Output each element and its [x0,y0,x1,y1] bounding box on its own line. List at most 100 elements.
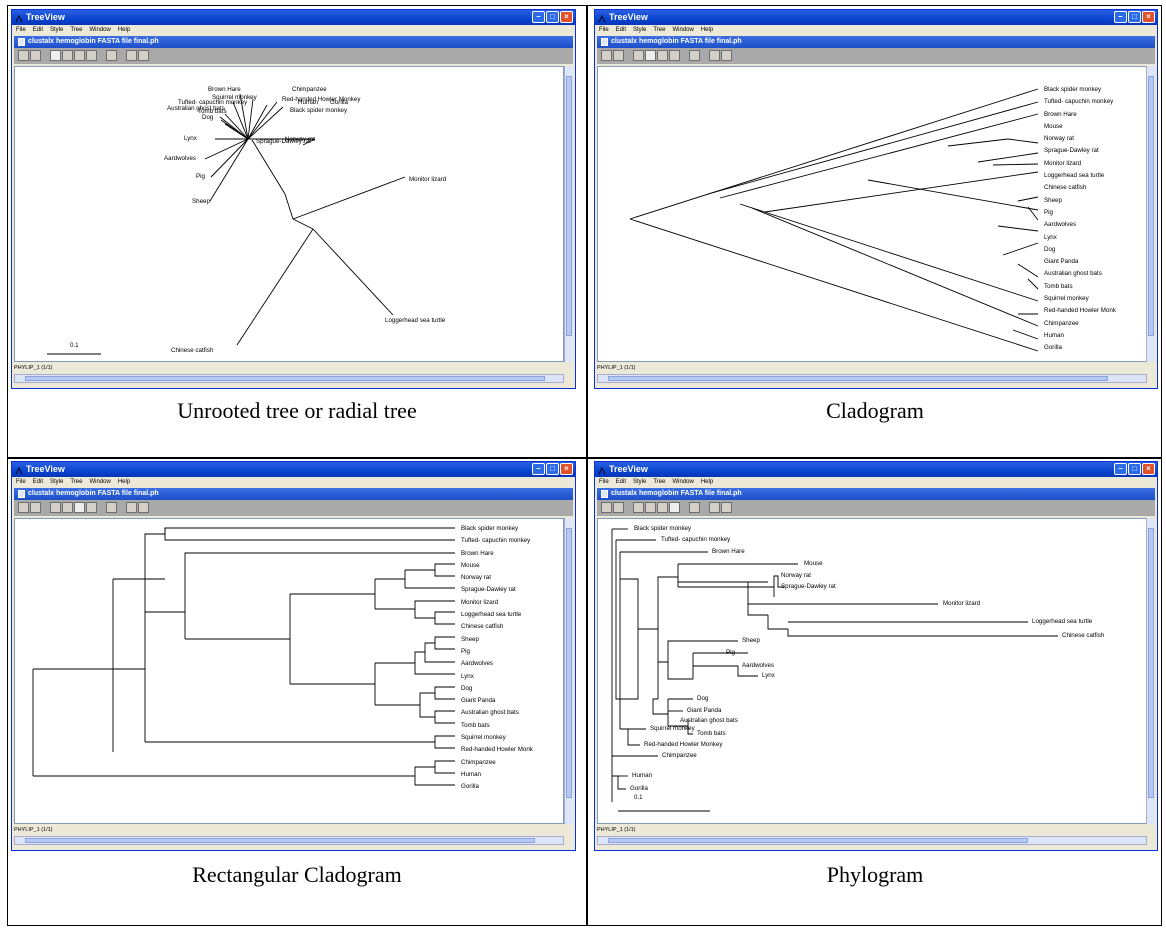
maximize-button[interactable]: □ [546,463,559,475]
menu-style[interactable]: Style [50,479,64,485]
scrollbar-thumb[interactable] [1148,76,1154,336]
slanted-cladogram-icon[interactable] [62,502,73,513]
close-button[interactable]: × [1142,11,1155,23]
menu-edit[interactable]: Edit [32,479,44,485]
toolbar-blank-button[interactable] [689,502,700,513]
print-icon[interactable] [126,502,137,513]
radial-tree-icon[interactable] [50,502,61,513]
taxon-label: Giant Panda [687,707,722,714]
radial-tree-icon[interactable] [50,50,61,61]
slanted-cladogram-icon[interactable] [645,50,656,61]
menu-file[interactable]: File [16,27,26,33]
phylogram-icon[interactable] [669,50,680,61]
toolbar-blank-button[interactable] [18,50,29,61]
toolbar-blank-button[interactable] [30,502,41,513]
close-button[interactable]: × [560,463,573,475]
vertical-scrollbar[interactable] [1146,66,1155,362]
menu-tree[interactable]: Tree [70,27,83,33]
phylogram-icon[interactable] [86,502,97,513]
toolbar-blank-button[interactable] [689,50,700,61]
horizontal-scrollbar[interactable] [14,374,564,383]
radial-tree-icon[interactable] [633,50,644,61]
toolbar-blank-button[interactable] [601,50,612,61]
phylogram-icon[interactable] [86,50,97,61]
toolbar-blank-button[interactable] [30,50,41,61]
menu-window[interactable]: Window [672,479,694,485]
maximize-button[interactable]: □ [546,11,559,23]
menu-help[interactable]: Help [700,479,714,485]
phylogram-icon[interactable] [669,502,680,513]
menu-tree[interactable]: Tree [653,27,666,33]
label-human: Human [298,99,319,106]
menu-tree[interactable]: Tree [653,479,666,485]
scrollbar-thumb[interactable] [25,838,535,843]
tree-canvas: Black spider monkey Tufted- capuchin mon… [14,518,564,824]
minimize-button[interactable]: – [532,11,545,23]
rectangular-cladogram-icon[interactable] [74,502,85,513]
taxon-label: Brown Hare [712,548,745,555]
horizontal-scrollbar[interactable] [14,836,564,845]
toolbar-blank-button[interactable] [106,502,117,513]
maximize-button[interactable]: □ [1128,463,1141,475]
horizontal-scrollbar[interactable] [597,374,1147,383]
minimize-button[interactable]: – [1114,463,1127,475]
menu-window[interactable]: Window [89,27,111,33]
rectangular-cladogram-icon[interactable] [74,50,85,61]
rectangular-cladogram-icon[interactable] [657,502,668,513]
print-icon[interactable] [709,502,720,513]
scrollbar-thumb[interactable] [608,376,1108,381]
taxon-label: Squirrel monkey [650,725,695,732]
toolbar-blank-button[interactable] [601,502,612,513]
menu-edit[interactable]: Edit [32,27,44,33]
menu-style[interactable]: Style [633,479,647,485]
phylogram-branches [611,528,1058,802]
horizontal-scrollbar[interactable] [597,836,1147,845]
preview-icon[interactable] [721,50,732,61]
menu-edit[interactable]: Edit [615,27,627,33]
scrollbar-thumb[interactable] [1148,528,1154,798]
minimize-button[interactable]: – [532,463,545,475]
vertical-scrollbar[interactable] [564,66,573,362]
menu-file[interactable]: File [599,27,609,33]
menu-window[interactable]: Window [672,27,694,33]
menu-file[interactable]: File [16,479,26,485]
preview-icon[interactable] [138,502,149,513]
menu-edit[interactable]: Edit [615,479,627,485]
preview-icon[interactable] [138,50,149,61]
toolbar-blank-button[interactable] [18,502,29,513]
menu-help[interactable]: Help [700,27,714,33]
toolbar-blank-button[interactable] [106,50,117,61]
menu-window[interactable]: Window [89,479,111,485]
vertical-scrollbar[interactable] [564,518,573,824]
scrollbar-thumb[interactable] [566,76,572,336]
toolbar-blank-button[interactable] [613,502,624,513]
taxon-label: Monitor lizard [943,600,981,607]
toolbar-blank-button[interactable] [613,50,624,61]
menu-tree[interactable]: Tree [70,479,83,485]
menu-help[interactable]: Help [117,479,131,485]
menu-style[interactable]: Style [633,27,647,33]
radial-tree-icon[interactable] [633,502,644,513]
close-button[interactable]: × [560,11,573,23]
scrollbar-thumb[interactable] [566,528,572,798]
slanted-cladogram-icon[interactable] [645,502,656,513]
menu-style[interactable]: Style [50,27,64,33]
document-titlebar: clustalx hemoglobin FASTA file final.ph [597,36,1155,48]
rectangular-cladogram-icon[interactable] [657,50,668,61]
preview-icon[interactable] [721,502,732,513]
print-icon[interactable] [126,50,137,61]
caption-phylogram: Phylogram [826,862,924,887]
vertical-scrollbar[interactable] [1146,518,1155,824]
scrollbar-thumb[interactable] [608,838,1028,843]
scrollbar-thumb[interactable] [25,376,545,381]
print-icon[interactable] [709,50,720,61]
maximize-button[interactable]: □ [1128,11,1141,23]
taxon-label: Australian ghost bats [461,709,519,717]
slanted-cladogram-icon[interactable] [62,50,73,61]
menu-file[interactable]: File [599,479,609,485]
close-button[interactable]: × [1142,463,1155,475]
menu-help[interactable]: Help [117,27,131,33]
app-title: TreeView [609,464,648,474]
minimize-button[interactable]: – [1114,11,1127,23]
